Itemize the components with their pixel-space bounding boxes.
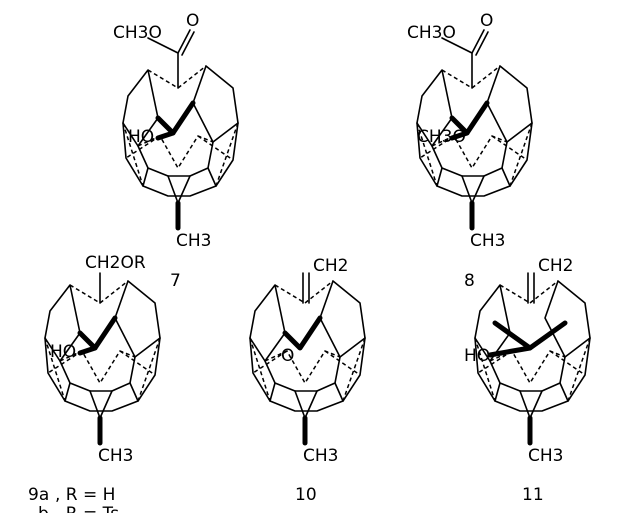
methyl-label: CH3: [528, 446, 563, 466]
methyl-label: CH3: [470, 231, 505, 251]
methyl-label: CH3: [98, 446, 133, 466]
ch2or-label: CH2OR: [85, 253, 146, 273]
methoxy-label: CH3O: [417, 127, 466, 147]
ester-methoxy-label: CH3O: [407, 23, 456, 43]
ch2-label: CH2: [538, 256, 573, 276]
compound-number: 9a: [28, 485, 49, 505]
ketone-o-label: O: [281, 346, 294, 366]
methyl-label: CH3: [176, 231, 211, 251]
hydroxy-label: HO: [50, 342, 76, 362]
compound-7: CH3O O HO CH3 7: [113, 11, 238, 291]
carbonyl-o-label: O: [480, 11, 493, 31]
variant-a-text: , R = H: [55, 485, 115, 505]
compound-8: CH3O O CH3O CH3 8: [407, 11, 532, 291]
compound-number: 10: [295, 485, 317, 505]
compound-number: 7: [170, 271, 181, 291]
compound-10: CH2 O CH3 10: [250, 256, 365, 505]
compound-9: CH2OR HO CH3 9a , R = H b , R = Ts: [28, 253, 160, 513]
compound-number: 11: [522, 485, 544, 505]
variant-b-text: , R = Ts: [55, 504, 119, 513]
compound-number: 8: [464, 271, 475, 291]
carbonyl-o-label: O: [186, 11, 199, 31]
variant-b-letter: b: [38, 504, 49, 513]
hydroxy-label: HO: [464, 346, 490, 366]
compound-11: CH2 HO CH3 11: [464, 256, 590, 505]
ester-methoxy-label: CH3O: [113, 23, 162, 43]
hydroxy-label: HO: [128, 127, 154, 147]
ch2-label: CH2: [313, 256, 348, 276]
methyl-label: CH3: [303, 446, 338, 466]
